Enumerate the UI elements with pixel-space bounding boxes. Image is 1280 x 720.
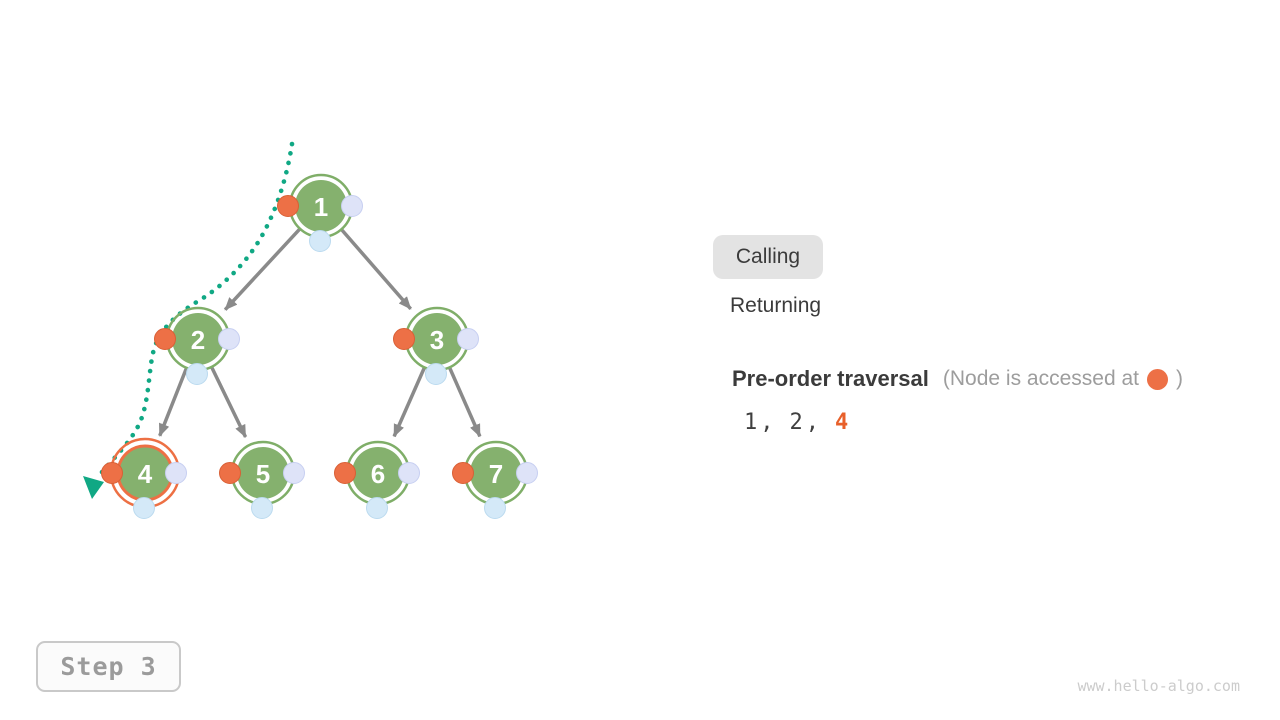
tree-edges [158,227,482,438]
node-label: 2 [191,325,205,355]
bottom-slot-dot-icon [425,363,447,385]
bottom-slot-dot-icon [251,497,273,519]
right-slot-dot-icon [457,328,479,350]
calling-state-label: Calling [735,245,801,268]
access-dot-icon [154,328,176,350]
node-circle [237,447,289,499]
traversal-note: (Node is accessed at ) [943,367,1183,391]
node-circle [470,447,522,499]
tree-node-5: 5 [219,440,305,519]
right-slot-dot-icon [218,328,240,350]
sequence-value: 4 [835,410,852,435]
step-label: Step 3 [60,652,157,681]
node-circle [172,313,224,365]
tree-edge [209,366,248,438]
traversal-trace-path [94,141,295,481]
access-dot-icon [334,462,356,484]
access-dot-icon [101,462,123,484]
bottom-slot-dot-icon [484,497,506,519]
calling-state-badge[interactable]: Calling [713,235,823,279]
tree-edge [447,366,482,438]
right-slot-dot-icon [398,462,420,484]
step-indicator: Step 3 [36,641,181,692]
tree-node-6: 6 [334,440,420,519]
traversal-trace-arrowhead-icon [83,476,104,499]
bottom-slot-dot-icon [366,497,388,519]
access-dot-icon [277,195,299,217]
binary-tree-diagram: 1 2 3 4 5 6 7 [83,141,538,519]
sequence-value: 2, [789,410,822,435]
access-marker-dot-icon [1147,368,1168,390]
bottom-slot-dot-icon [133,497,155,519]
right-slot-dot-icon [516,462,538,484]
right-slot-dot-icon [341,195,363,217]
access-dot-icon [452,462,474,484]
tree-edge [392,366,427,438]
node-label: 4 [138,459,153,489]
tree-node-7: 7 [452,440,538,519]
node-label: 3 [430,325,444,355]
tree-edge [223,227,302,311]
bottom-slot-dot-icon [309,230,331,252]
access-dot-icon [393,328,415,350]
tree-nodes: 1 2 3 4 5 6 7 [101,173,538,519]
node-circle [352,447,404,499]
right-slot-dot-icon [165,462,187,484]
node-label: 5 [256,459,270,489]
tree-node-2: 2 [154,306,240,385]
traversal-title: Pre-order traversal [732,366,929,391]
tree-node-3: 3 [393,306,479,385]
bottom-slot-dot-icon [186,363,208,385]
watermark: www.hello-algo.com [1077,677,1240,695]
traversal-sequence: 1, 2, 4 [744,410,851,435]
access-dot-icon [219,462,241,484]
tree-node-1: 1 [277,173,363,252]
returning-state-label[interactable]: Returning [730,294,822,317]
tree-edge [340,228,413,311]
sequence-value: 1, [744,410,777,435]
traversal-note-suffix: ) [1176,367,1183,390]
tree-edge [158,367,189,437]
traversal-note-prefix: (Node is accessed at [942,367,1139,390]
node-label: 6 [371,459,385,489]
node-label: 7 [489,459,503,489]
right-slot-dot-icon [283,462,305,484]
node-label: 1 [314,192,328,222]
tree-node-4: 4 [101,437,187,519]
traversal-header: Pre-order traversal (Node is accessed at… [732,366,1183,392]
node-circle [295,180,347,232]
node-circle [411,313,463,365]
